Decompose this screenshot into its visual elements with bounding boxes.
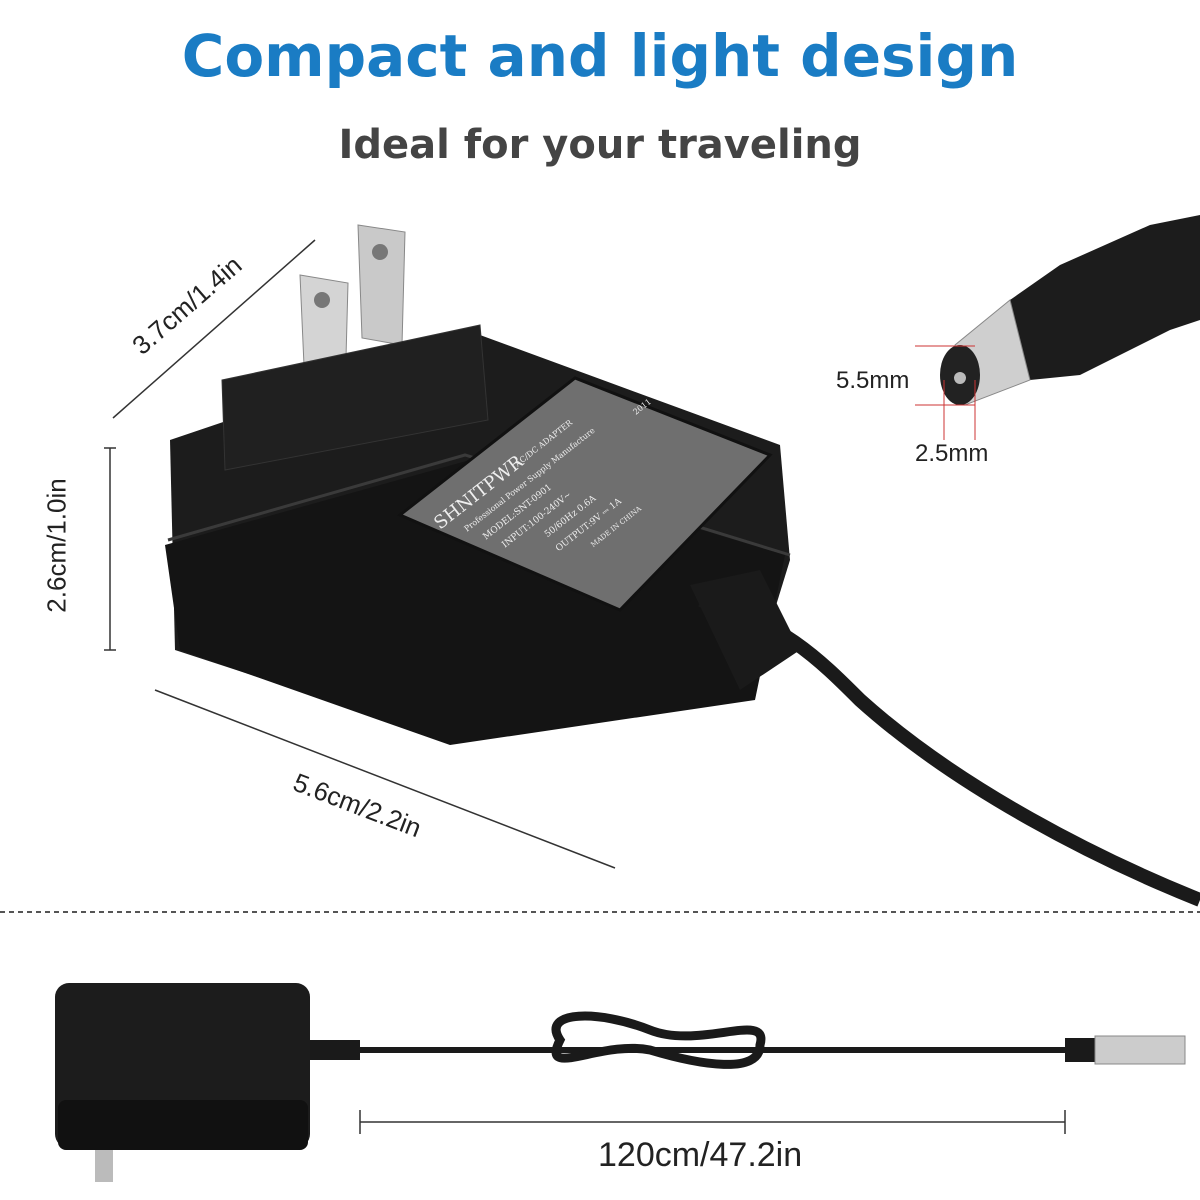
barrel-plug [915,215,1200,440]
cable [690,570,1200,907]
height-label: 2.6cm/1.0in [41,478,72,613]
adapter-side-view [55,983,1186,1182]
adapter-body [165,324,791,745]
page-title: Compact and light design [181,22,1019,90]
page-subtitle: Ideal for your traveling [338,122,862,168]
cable-length-label: 120cm/47.2in [598,1136,803,1174]
inner-diameter-label: 2.5mm [915,440,989,467]
outer-diameter-label: 5.5mm [836,367,910,394]
dimension-lines [104,239,1066,1134]
